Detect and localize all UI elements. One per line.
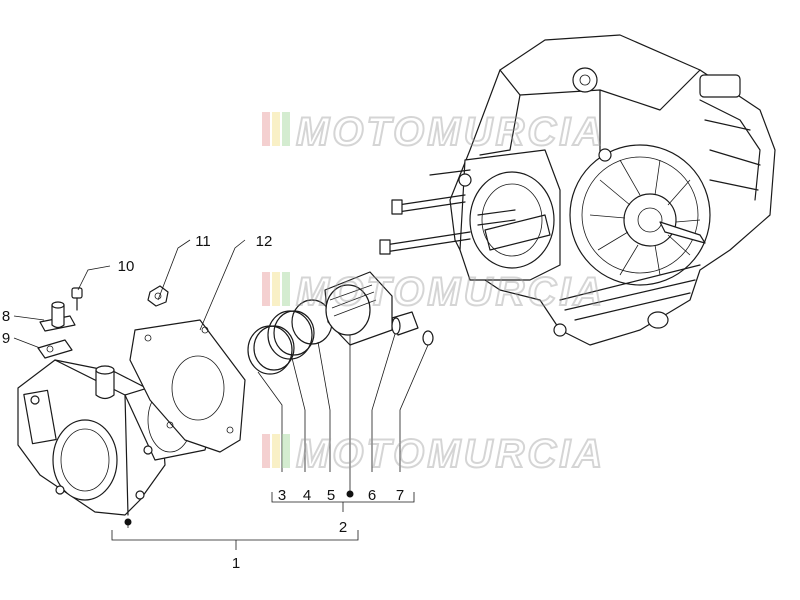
watermark-stripe (272, 112, 280, 146)
piston-pin (391, 311, 419, 336)
callout-12: 12 (256, 233, 273, 250)
crankcase (379, 34, 776, 346)
cylinder-base-gasket (129, 319, 246, 453)
watermark-text: MOTOMURCIA (296, 110, 605, 154)
callout-7: 7 (396, 487, 404, 504)
watermark-text: MOTOMURCIA (296, 270, 605, 314)
callout-5: 5 (327, 487, 335, 504)
dot-marker-5 (346, 490, 354, 498)
watermark-top: MOTOMURCIA (262, 109, 605, 155)
sensor-gasket (37, 339, 73, 359)
circlip (422, 330, 434, 346)
watermark-text: MOTOMURCIA (296, 432, 605, 476)
callout-3: 3 (278, 487, 286, 504)
watermark-stripe (262, 434, 270, 468)
callout-2: 2 (339, 519, 347, 536)
watermark-stripe (282, 434, 290, 468)
callout-11: 11 (195, 233, 211, 250)
piston (324, 271, 393, 346)
callout-4: 4 (303, 487, 311, 504)
dot-marker-1 (124, 518, 132, 526)
piston-ring-3 (247, 325, 295, 375)
callout-8: 8 (2, 308, 10, 325)
watermark-stripe (272, 434, 280, 468)
callout-9: 9 (2, 330, 10, 347)
watermark-bottom: MOTOMURCIA (262, 431, 605, 477)
nut (147, 285, 169, 307)
leader-lines (13, 239, 429, 550)
callout-1: 1 (232, 555, 240, 572)
callout-6: 6 (368, 487, 376, 504)
callout-labels: 1 2 3 4 5 6 7 8 9 10 11 12 (2, 233, 404, 572)
watermark-stripe (282, 272, 290, 306)
sensor-bracket (39, 301, 76, 332)
watermark-stripe (272, 272, 280, 306)
piston-ring-4 (267, 310, 315, 360)
watermark-stripe (282, 112, 290, 146)
callout-10: 10 (118, 258, 135, 275)
screw (71, 287, 83, 311)
watermark-middle: MOTOMURCIA (262, 269, 605, 315)
watermark-stripe (262, 112, 270, 146)
watermark-stripe (262, 272, 270, 306)
